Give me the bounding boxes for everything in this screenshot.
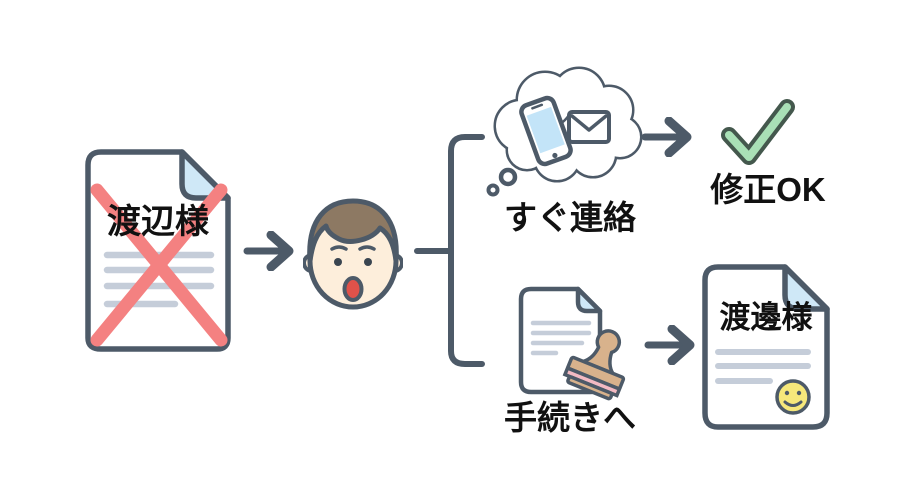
stamp-icon	[562, 329, 626, 401]
mail-icon	[567, 110, 611, 144]
bottom-branch-label: 手続きへ	[504, 399, 636, 436]
folded-corner-icon	[575, 286, 603, 314]
arrow-right-icon	[644, 325, 695, 365]
arrow-right-icon	[641, 117, 692, 157]
open-mouth-icon	[342, 276, 364, 302]
thought-bubble-with-phone-and-mail-icon	[486, 66, 643, 197]
thought-trail-bubble	[486, 183, 500, 197]
crossed-out-document-icon	[85, 149, 231, 352]
document-text-lines	[715, 349, 811, 384]
smiley-icon	[775, 379, 811, 415]
eyebrows-icon	[330, 245, 376, 251]
surprised-face-icon	[303, 198, 403, 310]
document-text-lines	[530, 320, 592, 356]
eye-icon	[364, 258, 372, 266]
document-with-stamp-icon	[518, 286, 626, 401]
green-checkmark-icon	[721, 99, 795, 165]
arrow-right-icon	[243, 231, 294, 271]
eye-icon	[334, 258, 342, 266]
smartphone-icon	[519, 95, 573, 167]
top-branch-label: すぐ連絡	[504, 199, 636, 236]
folded-corner-icon	[782, 264, 830, 312]
source-document-title: 渡辺様	[107, 203, 209, 241]
hair-icon	[307, 198, 399, 264]
corrected-document-title: 渡邊様	[719, 300, 813, 335]
top-branch-result-label: 修正OK	[710, 171, 826, 208]
red-cross-icon	[90, 183, 228, 347]
branch-connector	[414, 134, 485, 367]
thought-trail-bubble	[498, 167, 518, 187]
document-with-smiley-icon	[702, 264, 830, 430]
